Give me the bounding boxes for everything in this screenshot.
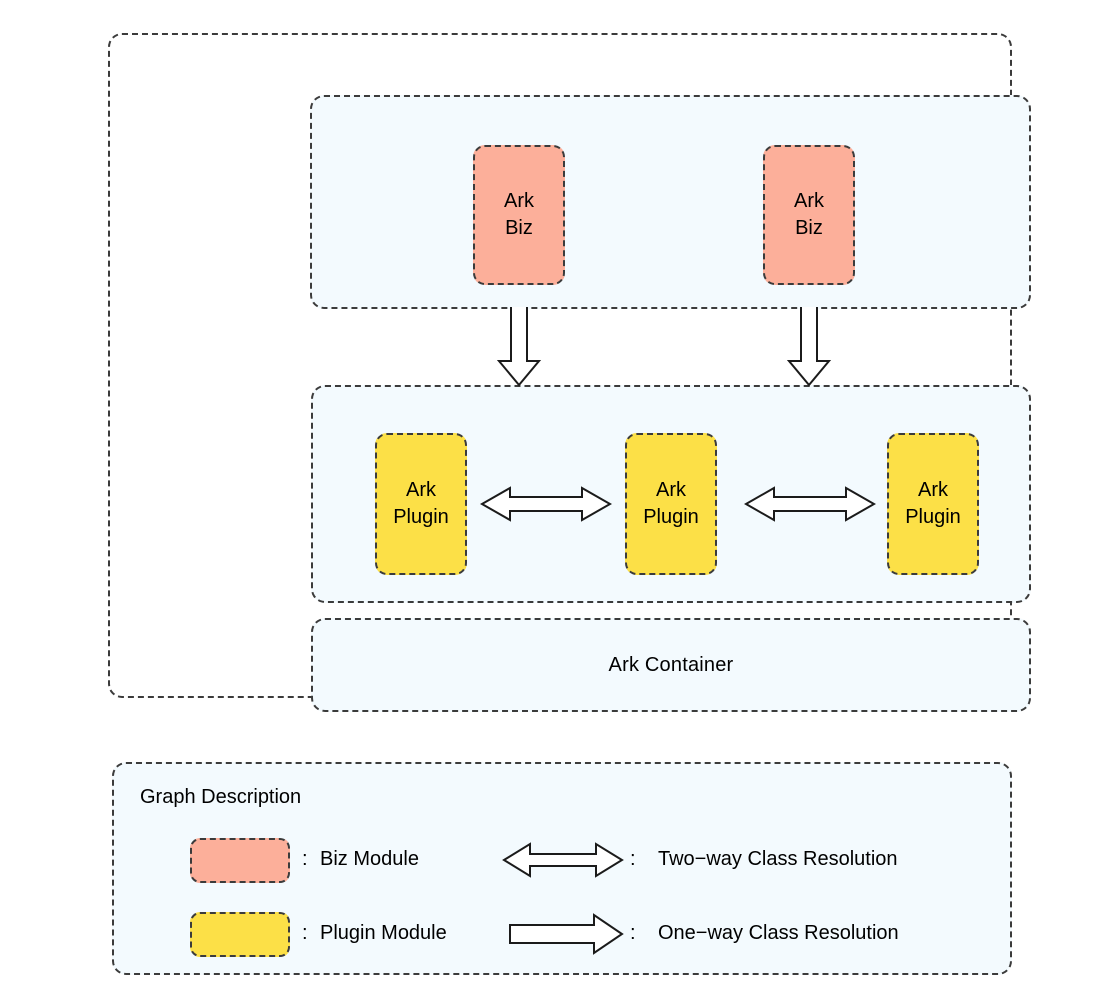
ark-plugin-module-2-line1: Ark: [656, 479, 686, 501]
biz-layer-panel: [310, 95, 1031, 309]
graph-description-legend: Graph Description : Biz Module : Plugin …: [112, 762, 1012, 975]
architecture-outer-frame: Ark Container Ark Biz Ark Biz Ark Plugin…: [108, 33, 1031, 712]
ark-biz-module-1[interactable]: Ark Biz: [473, 145, 565, 285]
legend-separator-two-way: :: [630, 848, 636, 870]
ark-biz-module-2-line1: Ark: [794, 190, 824, 212]
legend-title: Graph Description: [140, 786, 302, 808]
legend-two-way-arrow-icon: [502, 838, 624, 883]
legend-separator-plugin: :: [302, 922, 308, 944]
ark-plugin-module-3-line2: Plugin: [905, 506, 961, 528]
legend-one-way-arrow-icon: [509, 912, 624, 957]
two-way-arrow-icon-right: [743, 480, 877, 528]
legend-label-plugin-module: Plugin Module: [320, 922, 447, 944]
ark-plugin-module-2[interactable]: Ark Plugin: [625, 433, 717, 575]
ark-plugin-module-2-line2: Plugin: [643, 506, 699, 528]
legend-swatch-biz-module: [190, 838, 290, 883]
ark-biz-module-2-line2: Biz: [795, 217, 823, 239]
legend-swatch-plugin-module: [190, 912, 290, 957]
ark-plugin-module-3[interactable]: Ark Plugin: [887, 433, 979, 575]
ark-plugin-module-1-line1: Ark: [406, 479, 436, 501]
ark-plugin-module-1[interactable]: Ark Plugin: [375, 433, 467, 575]
ark-container-panel: Ark Container: [311, 618, 1031, 712]
legend-label-one-way: One−way Class Resolution: [658, 922, 899, 944]
legend-label-two-way: Two−way Class Resolution: [658, 848, 898, 870]
ark-container-label: Ark Container: [608, 653, 734, 676]
ark-plugin-module-3-line1: Ark: [918, 479, 948, 501]
ark-biz-module-2[interactable]: Ark Biz: [763, 145, 855, 285]
one-way-down-arrow-icon-left: [493, 307, 545, 387]
ark-biz-module-1-line2: Biz: [505, 217, 533, 239]
one-way-down-arrow-icon-right: [783, 307, 835, 387]
legend-label-biz-module: Biz Module: [320, 848, 419, 870]
legend-separator-one-way: :: [630, 922, 636, 944]
ark-biz-module-1-line1: Ark: [504, 190, 534, 212]
legend-separator-biz: :: [302, 848, 308, 870]
two-way-arrow-icon-left: [479, 480, 613, 528]
ark-plugin-module-1-line2: Plugin: [393, 506, 449, 528]
